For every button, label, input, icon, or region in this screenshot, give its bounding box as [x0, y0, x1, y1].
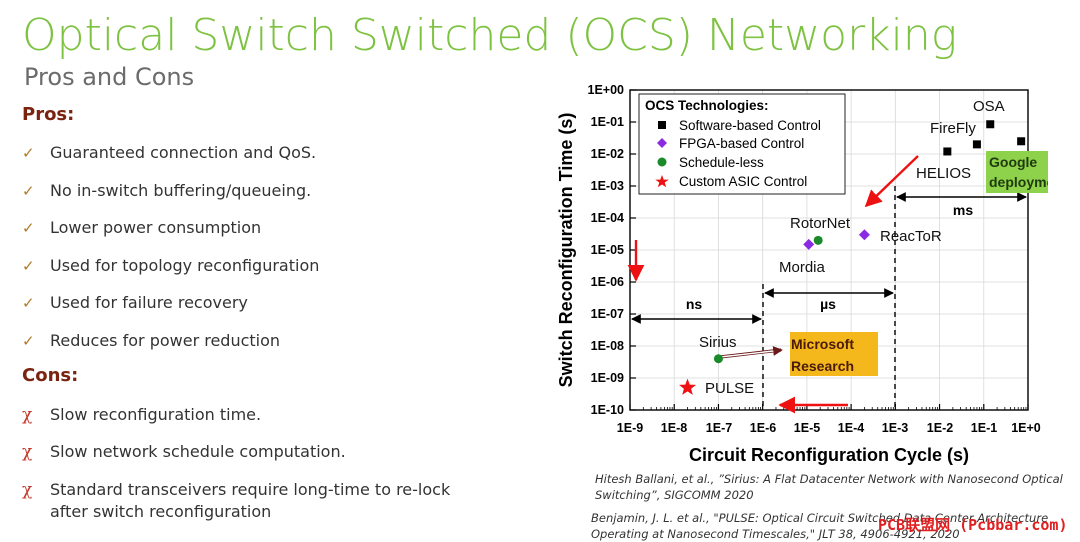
- y-tick-label: 1E-03: [591, 179, 624, 193]
- x-tick-label: 1E-3: [882, 421, 908, 435]
- point-label-helios: HELIOS: [916, 165, 971, 182]
- y-tick-label: 1E+00: [588, 83, 625, 97]
- y-axis-label: Switch Reconfiguration Time (s): [556, 113, 576, 388]
- citation-line: Switching”, SIGCOMM 2020: [595, 488, 754, 502]
- legend-circle-marker: [657, 157, 667, 167]
- data-point-star: [679, 378, 697, 395]
- point-label-firefly: FireFly: [930, 120, 976, 137]
- microsoft-research-callout: [790, 332, 878, 376]
- google-callout-line2: deployment: [989, 174, 1048, 190]
- point-label-reactor: ReacToR: [880, 228, 942, 245]
- y-tick-label: 1E-06: [591, 275, 624, 289]
- microsoft-callout-line1: Microsoft: [791, 336, 854, 352]
- slide-subtitle: Pros and Cons: [24, 63, 195, 91]
- con-item-text: Standard transceivers require long-time …: [50, 480, 451, 521]
- slide-title: Optical Switch Switched (OCS) Networking: [22, 10, 958, 61]
- x-axis-label: Circuit Reconfiguration Cycle (s): [689, 445, 969, 465]
- x-tick-label: 1E-4: [838, 421, 864, 435]
- data-point-square: [986, 120, 995, 129]
- us-region-label: µs: [820, 296, 836, 312]
- google-deployment-callout: [986, 151, 1048, 193]
- cons-heading: Cons:: [22, 365, 79, 386]
- check-icon: ✓: [22, 219, 35, 237]
- con-item-text: Slow network schedule computation.: [50, 442, 346, 461]
- google-callout-line1: Google: [989, 154, 1037, 170]
- y-tick-label: 1E-09: [591, 371, 624, 385]
- legend-entry: Custom ASIC Control: [679, 174, 807, 189]
- x-tick-label: 1E-2: [927, 421, 953, 435]
- y-tick-label: 1E-02: [591, 147, 624, 161]
- ocs-chart: 1E-9 1E-8 1E-7 1E-6 1E-5 1E-4 1E-3 1E-2 …: [556, 83, 1048, 465]
- red-diagonal-arrow: [864, 155, 919, 208]
- y-tick-label: 1E-04: [591, 211, 624, 225]
- point-label-osa: OSA: [973, 98, 1005, 115]
- axis-ticks: [629, 89, 1029, 411]
- data-point-diamond: [858, 229, 870, 241]
- point-label-pulse: PULSE: [705, 380, 754, 397]
- citation-line: Operating at Nanosecond Timescales," JLT…: [591, 527, 960, 541]
- point-label-sirius: Sirius: [699, 334, 737, 351]
- pro-item-text: No in-switch buffering/queueing.: [50, 181, 312, 200]
- microsoft-callout-line2: Research: [791, 358, 854, 374]
- pro-item-text: Used for topology reconfiguration: [50, 256, 320, 275]
- check-icon: ✓: [22, 182, 35, 200]
- sirius-to-microsoft-arrow: [719, 346, 783, 358]
- legend-square-marker: [658, 121, 666, 129]
- legend-box: [638, 93, 846, 195]
- check-icon: ✓: [22, 294, 35, 312]
- pro-item-text: Lower power consumption: [50, 218, 262, 237]
- x-tick-label: 1E+0: [1011, 421, 1041, 435]
- con-item-text: Slow reconfiguration time.: [50, 405, 262, 424]
- legend-title: OCS Technologies:: [645, 98, 769, 113]
- citation-sirius: Hitesh Ballani, et al., ”Sirius: A Flat …: [595, 471, 1065, 503]
- data-point-square: [943, 147, 952, 156]
- data-point-square: [1017, 137, 1026, 146]
- legend-entry: FPGA-based Control: [679, 136, 804, 151]
- citation-line: Benjamin, J. L. et al., "PULSE: Optical …: [591, 511, 1049, 525]
- check-icon: ✓: [22, 144, 35, 162]
- data-point-circle: [813, 235, 823, 245]
- pro-item-text: Used for failure recovery: [50, 293, 248, 312]
- x-tick-label: 1E-8: [661, 421, 687, 435]
- data-point-diamond: [803, 238, 815, 250]
- x-tick-label: 1E-6: [750, 421, 776, 435]
- y-tick-label: 1E-05: [591, 243, 624, 257]
- y-tick-label: 1E-07: [591, 307, 624, 321]
- y-tick-label: 1E-08: [591, 339, 624, 353]
- pro-item-text: Reduces for power reduction: [50, 331, 281, 350]
- chi-icon: χ: [22, 405, 33, 425]
- data-point-circle: [713, 354, 723, 364]
- check-icon: ✓: [22, 257, 35, 275]
- citation-line: Hitesh Ballani, et al., ”Sirius: A Flat …: [595, 472, 1063, 486]
- y-tick-label: 1E-10: [591, 403, 624, 417]
- check-icon: ✓: [22, 332, 35, 350]
- pro-item-text: Guaranteed connection and QoS.: [50, 143, 317, 162]
- x-tick-label: 1E-1: [971, 421, 997, 435]
- citation-pulse: Benjamin, J. L. et al., "PULSE: Optical …: [591, 510, 1061, 542]
- chi-icon: χ: [22, 480, 33, 500]
- data-point-square: [972, 140, 981, 149]
- legend-entry: Schedule-less: [679, 155, 764, 170]
- legend-star-marker: [655, 175, 669, 188]
- point-label-mordia: Mordia: [779, 259, 826, 276]
- point-label-rotornet: RotorNet: [790, 215, 851, 232]
- legend-diamond-marker: [657, 138, 667, 148]
- pros-heading: Pros:: [22, 104, 75, 125]
- chi-icon: χ: [22, 442, 33, 462]
- x-tick-label: 1E-9: [617, 421, 643, 435]
- y-tick-label: 1E-01: [591, 115, 624, 129]
- legend-entry: Software-based Control: [679, 118, 821, 133]
- x-tick-label: 1E-7: [706, 421, 732, 435]
- ms-region-label: ms: [953, 202, 973, 218]
- ns-region-label: ns: [686, 296, 703, 312]
- x-tick-label: 1E-5: [794, 421, 820, 435]
- watermark: PCB联盟网 (Pcbbar.com): [878, 516, 1068, 534]
